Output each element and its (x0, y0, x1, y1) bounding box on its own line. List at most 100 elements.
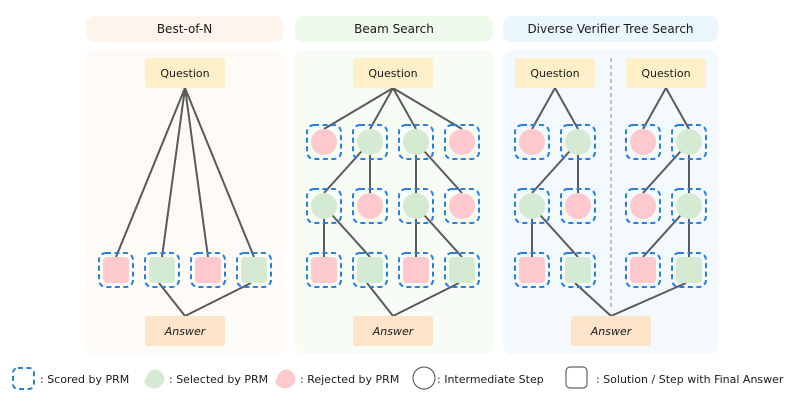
node-shape (403, 257, 429, 283)
scored-by-prm-border (352, 252, 388, 288)
scored-by-prm-border (625, 252, 661, 288)
node-shape (403, 193, 429, 219)
legend-label-scored: : Scored by PRM (40, 373, 129, 386)
answer-edge (184, 282, 252, 317)
edges-group (115, 87, 255, 317)
panel-title: Diverse Verifier Tree Search (527, 22, 693, 36)
selected-by-prm-icon (144, 369, 165, 389)
panel-header-bg (295, 16, 493, 42)
scored-by-prm-border (306, 124, 342, 160)
answer-label: Answer (590, 325, 633, 338)
solution-node-selected (444, 252, 480, 288)
scored-by-prm-border (398, 124, 434, 160)
tree-edge (161, 87, 186, 258)
legend: : Scored by PRM : Selected by PRM : Reje… (12, 366, 784, 390)
scored-by-prm-border (98, 252, 134, 288)
nodes-group (514, 124, 707, 288)
node-shape (565, 193, 591, 219)
solution-node-selected (352, 252, 388, 288)
tree-edge (531, 87, 556, 130)
panel-body-bg (86, 50, 283, 354)
scored-by-prm-border (514, 124, 550, 160)
node-shape (519, 193, 545, 219)
solution-node-rejected (398, 252, 434, 288)
question-label: Question (641, 67, 690, 80)
tree-edge (369, 87, 394, 130)
question-label: Question (368, 67, 417, 80)
scored-by-prm-border (560, 124, 596, 160)
tree-edge (184, 87, 209, 258)
question-label: Question (530, 67, 579, 80)
intermediate-step-node-selected (671, 188, 707, 224)
scored-by-prm-border (671, 124, 707, 160)
question-node-right (626, 58, 706, 88)
intermediate-step-node-rejected (625, 124, 661, 160)
scored-by-prm-border (444, 124, 480, 160)
node-shape (630, 257, 656, 283)
solution-node-rejected (306, 252, 342, 288)
node-shape (449, 129, 475, 155)
tree-edge (392, 87, 417, 130)
tree-edge (665, 87, 690, 130)
answer-edge (366, 282, 394, 317)
answer-label: Answer (372, 325, 415, 338)
tree-edge (554, 87, 579, 130)
node-shape (630, 129, 656, 155)
intermediate-step-node-selected (671, 124, 707, 160)
answer-edge (610, 282, 687, 317)
legend-label-rejected: : Rejected by PRM (300, 373, 399, 386)
solution-node-rejected (625, 252, 661, 288)
panel-diverse-verifier-tree-search: Diverse Verifier Tree Search Question Qu… (503, 16, 718, 354)
node-shape (311, 193, 337, 219)
answer-edge (574, 282, 612, 317)
node-shape (676, 193, 702, 219)
nodes-group (306, 124, 480, 288)
solution-step-icon (565, 366, 588, 389)
node-shape (519, 129, 545, 155)
answer-node (145, 316, 225, 346)
solution-node-selected (236, 252, 272, 288)
scored-by-prm-border (306, 188, 342, 224)
question-node (145, 58, 225, 88)
node-shape (357, 257, 383, 283)
node-shape (565, 129, 591, 155)
answer-edge (392, 282, 460, 317)
panel-title: Best-of-N (157, 22, 212, 36)
node-shape (449, 257, 475, 283)
scored-by-prm-border (514, 252, 550, 288)
answer-node (353, 316, 433, 346)
tree-edge (392, 87, 463, 130)
scored-by-prm-border (625, 188, 661, 224)
panel-best-of-n: Best-of-N Question Answer (86, 16, 283, 354)
intermediate-step-node-selected (398, 124, 434, 160)
intermediate-step-node-rejected (625, 188, 661, 224)
node-shape (195, 257, 221, 283)
solution-node-rejected (98, 252, 134, 288)
question-label: Question (160, 67, 209, 80)
intermediate-step-node-rejected (560, 188, 596, 224)
node-shape (149, 257, 175, 283)
tree-edge (184, 87, 255, 258)
node-shape (357, 193, 383, 219)
panel-header-bg (503, 16, 718, 42)
panel-beam-search: Beam Search Question Answer (295, 16, 493, 354)
node-shape (103, 257, 129, 283)
solution-node-rejected (514, 252, 550, 288)
intermediate-step-node-selected (352, 124, 388, 160)
panel-body-bg (295, 50, 493, 354)
node-shape (311, 257, 337, 283)
panel-title: Beam Search (354, 22, 434, 36)
answer-node (571, 316, 651, 346)
tree-edge (323, 87, 394, 130)
solution-node-selected (560, 252, 596, 288)
scored-by-prm-border (236, 252, 272, 288)
node-shape (449, 193, 475, 219)
scored-by-prm-border (671, 188, 707, 224)
solution-node-selected (671, 252, 707, 288)
answer-edge (158, 282, 186, 317)
node-shape (519, 257, 545, 283)
question-node-left (515, 58, 595, 88)
node-shape (676, 129, 702, 155)
intermediate-step-node-rejected (352, 188, 388, 224)
